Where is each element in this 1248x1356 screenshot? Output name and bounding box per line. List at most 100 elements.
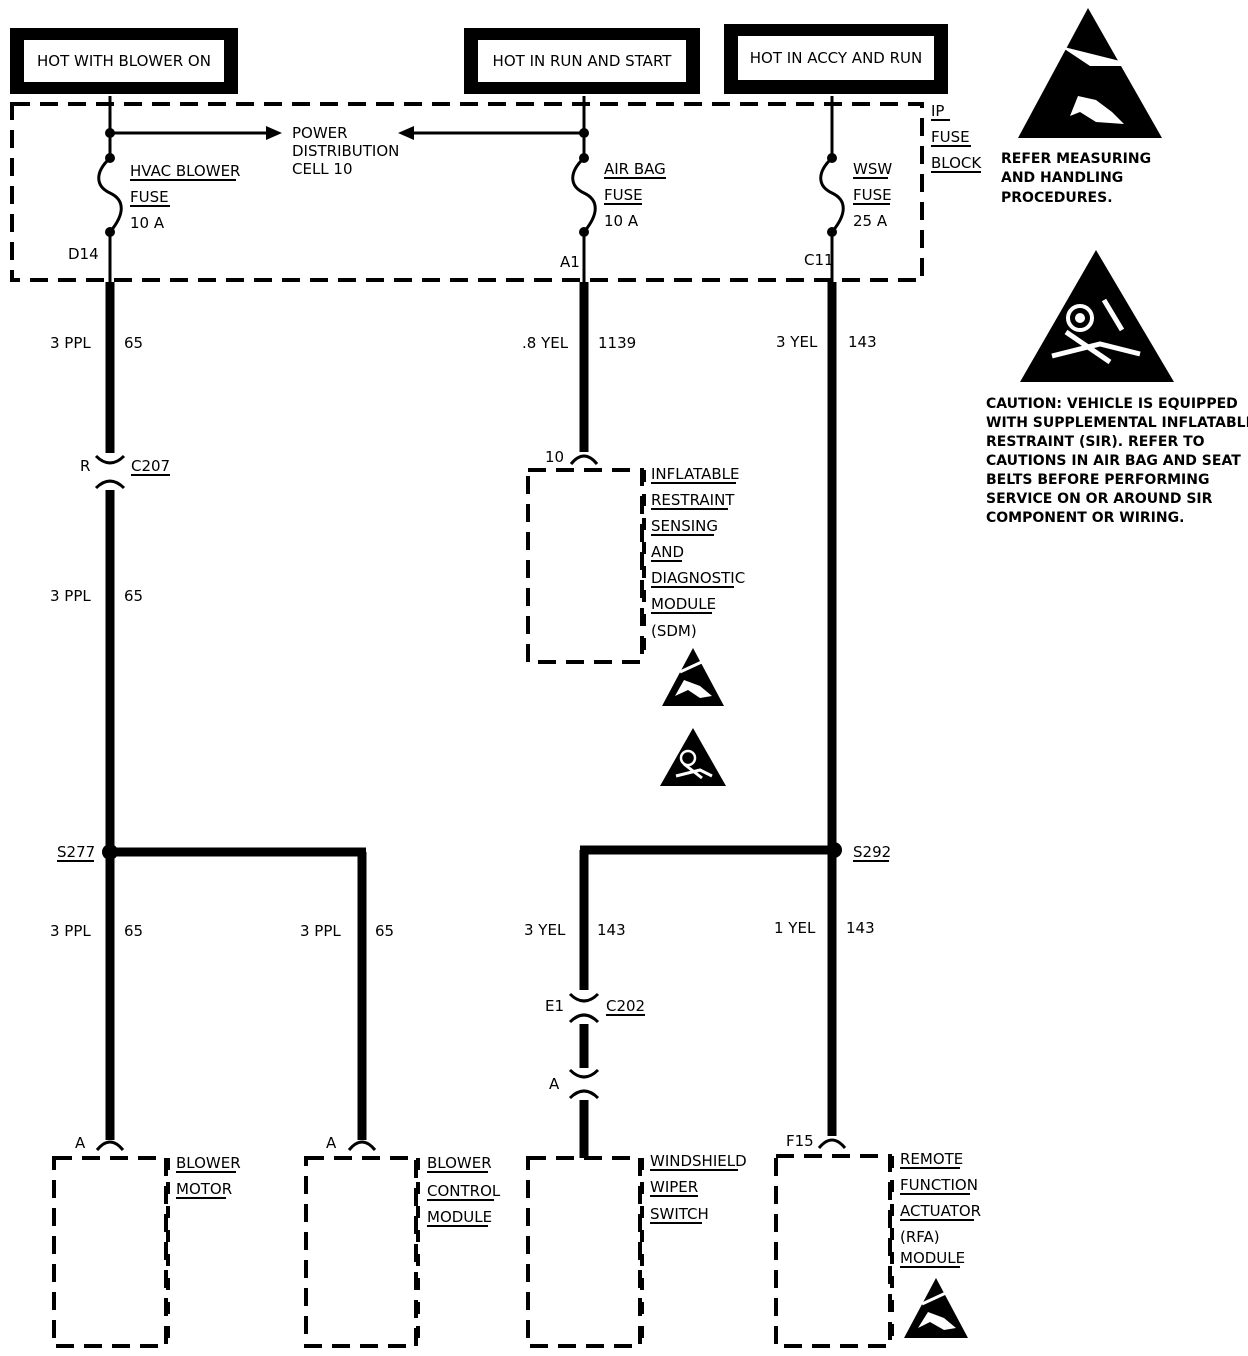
terminal-d14: D14 — [68, 245, 99, 263]
wsw-fuse: WSW FUSE 25 A C11 — [804, 96, 892, 282]
svg-text:C202: C202 — [606, 997, 645, 1015]
svg-text:A: A — [326, 1134, 337, 1152]
power-source-blower: HOT WITH BLOWER ON — [10, 28, 238, 94]
svg-text:WITH SUPPLEMENTAL INFLATABLE: WITH SUPPLEMENTAL INFLATABLE — [986, 415, 1248, 431]
wsw-circuit: 3 YEL 143 S292 3 YEL 143 1 YEL 143 E1 C2… — [524, 282, 981, 1348]
svg-text:CAUTION: VEHICLE IS EQUIPPED: CAUTION: VEHICLE IS EQUIPPED — [986, 396, 1238, 412]
svg-text:65: 65 — [375, 922, 394, 940]
ip-fuse-block: IP FUSE BLOCK POWER DISTRIBUTION CELL 10… — [10, 96, 982, 282]
svg-text:3 PPL: 3 PPL — [300, 922, 341, 940]
air-bag-fuse: AIR BAG FUSE 10 A A1 — [560, 96, 666, 282]
svg-text:WIPER: WIPER — [650, 1178, 698, 1196]
svg-text:AIR BAG: AIR BAG — [604, 160, 666, 178]
connector-sdm — [569, 454, 599, 465]
svg-text:SWITCH: SWITCH — [650, 1205, 709, 1223]
svg-text:BELTS BEFORE PERFORMING: BELTS BEFORE PERFORMING — [986, 472, 1209, 488]
svg-text:143: 143 — [848, 333, 877, 351]
svg-text:MOTOR: MOTOR — [176, 1180, 232, 1198]
svg-text:143: 143 — [846, 919, 875, 937]
svg-text:ACTUATOR: ACTUATOR — [900, 1202, 981, 1220]
svg-text:DIAGNOSTIC: DIAGNOSTIC — [651, 569, 745, 587]
component-windshield-wiper-switch: WINDSHIELD WIPER SWITCH — [526, 1152, 747, 1348]
svg-text:3 PPL: 3 PPL — [50, 922, 91, 940]
power-source-accy-run-label: HOT IN ACCY AND RUN — [750, 49, 922, 67]
hvac-blower-fuse: HVAC BLOWER FUSE 10 A D14 — [68, 96, 240, 282]
svg-text:REMOTE: REMOTE — [900, 1150, 963, 1168]
hvac-circuit: 3 PPL 65 R C207 3 PPL 65 S277 3 PPL 65 3… — [50, 282, 501, 1348]
airbag-circuit: .8 YEL 1139 10 INFLATABLE RESTRAINT SENS… — [522, 282, 745, 786]
svg-text:.8 YEL: .8 YEL — [522, 334, 569, 352]
svg-text:SERVICE ON OR AROUND SIR: SERVICE ON OR AROUND SIR — [986, 491, 1213, 507]
svg-text:C207: C207 — [131, 457, 170, 475]
terminal-c11: C11 — [804, 251, 834, 269]
component-sdm: INFLATABLE RESTRAINT SENSING AND DIAGNOS… — [526, 465, 745, 664]
svg-text:FUSE: FUSE — [853, 186, 892, 204]
svg-text:1 YEL: 1 YEL — [774, 919, 816, 937]
svg-text:REFER MEASURING: REFER MEASURING — [1001, 151, 1151, 167]
svg-text:F15: F15 — [786, 1132, 814, 1150]
svg-text:10: 10 — [545, 448, 564, 466]
svg-text:POWER: POWER — [292, 124, 348, 142]
svg-text:3 YEL: 3 YEL — [776, 333, 818, 351]
svg-text:65: 65 — [124, 587, 143, 605]
svg-text:3 YEL: 3 YEL — [524, 921, 566, 939]
svg-text:65: 65 — [124, 922, 143, 940]
terminal-a1: A1 — [560, 253, 580, 271]
power-source-run-start: HOT IN RUN AND START — [464, 28, 700, 94]
svg-text:FUSE: FUSE — [931, 128, 970, 146]
connector-rfa — [817, 1138, 847, 1149]
svg-text:CONTROL: CONTROL — [427, 1182, 501, 1200]
connector-blower-control — [347, 1140, 377, 1151]
connector-c202: E1 C202 — [545, 992, 645, 1024]
svg-text:FUSE: FUSE — [604, 186, 643, 204]
svg-text:INFLATABLE: INFLATABLE — [651, 465, 739, 483]
svg-text:COMPONENT OR WIRING.: COMPONENT OR WIRING. — [986, 510, 1184, 526]
airbag-warning-icon — [1020, 250, 1174, 382]
power-distribution-label: POWER DISTRIBUTION CELL 10 — [292, 124, 399, 178]
component-blower-motor: BLOWER MOTOR — [52, 1154, 241, 1348]
svg-text:SENSING: SENSING — [651, 517, 718, 535]
svg-text:A: A — [549, 1075, 560, 1093]
svg-text:BLOWER: BLOWER — [427, 1154, 492, 1172]
svg-text:AND: AND — [651, 543, 684, 561]
connector-wiper-a: A — [549, 1068, 600, 1100]
connector-blower-motor — [95, 1140, 125, 1151]
svg-text:S277: S277 — [57, 843, 95, 861]
component-rfa-module: REMOTE FUNCTION ACTUATOR (RFA) MODULE — [774, 1150, 981, 1348]
svg-text:PROCEDURES.: PROCEDURES. — [1001, 190, 1113, 206]
svg-text:BLOWER: BLOWER — [176, 1154, 241, 1172]
airbag-warning-icon — [660, 728, 726, 786]
esd-warning-icon — [662, 648, 724, 706]
svg-text:RESTRAINT: RESTRAINT — [651, 491, 735, 509]
svg-text:WSW: WSW — [853, 160, 892, 178]
svg-text:AND HANDLING: AND HANDLING — [1001, 170, 1123, 186]
svg-text:10 A: 10 A — [130, 214, 165, 232]
svg-text:65: 65 — [124, 334, 143, 352]
svg-text:A: A — [75, 1134, 86, 1152]
esd-warning-icon — [1018, 8, 1162, 138]
component-blower-control-module: BLOWER CONTROL MODULE — [304, 1154, 501, 1348]
svg-text:CELL 10: CELL 10 — [292, 160, 353, 178]
svg-text:1139: 1139 — [598, 334, 636, 352]
esd-note: REFER MEASURING AND HANDLING PROCEDURES. — [1001, 8, 1162, 206]
fuse-block-label: IP FUSE BLOCK — [931, 102, 982, 173]
esd-warning-icon — [904, 1278, 968, 1338]
svg-text:IP: IP — [931, 102, 944, 120]
svg-text:RESTRAINT (SIR). REFER TO: RESTRAINT (SIR). REFER TO — [986, 434, 1205, 450]
connector-c207: R C207 — [80, 454, 170, 490]
sir-caution-note: CAUTION: VEHICLE IS EQUIPPED WITH SUPPLE… — [986, 250, 1248, 526]
svg-text:FUSE: FUSE — [130, 188, 169, 206]
svg-text:10 A: 10 A — [604, 212, 639, 230]
svg-text:3 PPL: 3 PPL — [50, 334, 91, 352]
svg-text:R: R — [80, 457, 90, 475]
svg-text:3 PPL: 3 PPL — [50, 587, 91, 605]
svg-text:(RFA): (RFA) — [900, 1228, 940, 1246]
svg-text:DISTRIBUTION: DISTRIBUTION — [292, 142, 399, 160]
svg-text:MODULE: MODULE — [427, 1208, 492, 1226]
power-source-accy-run: HOT IN ACCY AND RUN — [724, 24, 948, 94]
svg-text:HVAC BLOWER: HVAC BLOWER — [130, 162, 240, 180]
power-source-blower-label: HOT WITH BLOWER ON — [37, 52, 211, 70]
svg-text:BLOCK: BLOCK — [931, 154, 982, 172]
svg-text:FUNCTION: FUNCTION — [900, 1176, 978, 1194]
